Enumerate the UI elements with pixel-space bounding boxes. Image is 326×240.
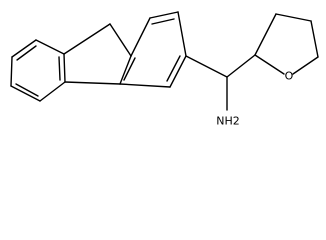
bond [39, 81, 66, 102]
double-bond-inner [15, 83, 39, 97]
bond [149, 11, 179, 19]
bond [64, 81, 121, 85]
double-bond-inner [16, 45, 37, 61]
bond [63, 23, 111, 55]
bond [226, 54, 256, 78]
bond [169, 55, 187, 88]
right-benzene-ring [119, 11, 187, 88]
bond [185, 55, 228, 78]
bond [119, 55, 132, 85]
double-bond-inner [151, 18, 175, 25]
molecule-canvas: O NH2 [10, 11, 319, 128]
bond [275, 13, 312, 22]
bond [292, 56, 319, 75]
bond [310, 20, 319, 58]
bond [10, 85, 41, 102]
five-membered-ring [63, 23, 132, 85]
oxygen-atom-label: O [285, 70, 294, 83]
chemical-structure-diagram: O NH2 [10, 11, 319, 128]
bond [130, 17, 151, 57]
bond [254, 54, 285, 75]
tetrahydrofuran-ring [254, 13, 319, 75]
bond [109, 23, 132, 57]
double-bond-inner [123, 57, 136, 81]
bond [63, 53, 66, 83]
amine-group-label: NH2 [216, 115, 240, 128]
bond [35, 39, 65, 55]
bond [119, 83, 171, 88]
bond [10, 56, 13, 87]
double-bond-inner [166, 55, 181, 82]
bond [177, 11, 187, 57]
left-benzene-ring [10, 39, 66, 102]
bond [11, 39, 37, 58]
double-bond-inner [58, 56, 61, 81]
bond [254, 13, 277, 56]
aminomethyl-linker [185, 54, 256, 111]
